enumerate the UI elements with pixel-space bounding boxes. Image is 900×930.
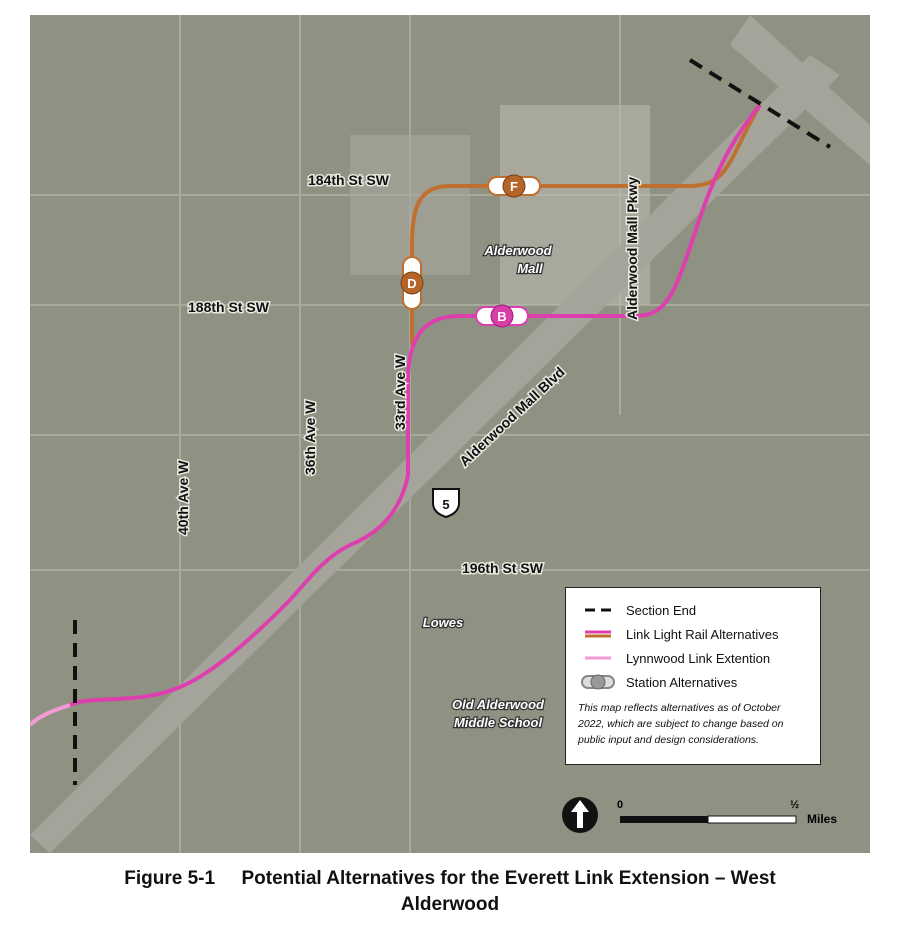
- street-label: 40th Ave W: [175, 460, 191, 535]
- legend-note: This map reflects alternatives as of Oct…: [578, 702, 784, 746]
- station-f[interactable]: F: [487, 174, 541, 198]
- lynnwood-link-line: [30, 703, 71, 727]
- aerial-map: F D B 184th St SW 188th St SW 196th St S…: [30, 15, 870, 853]
- legend-item: Lynnwood Link Extention: [585, 650, 771, 666]
- street-label: 188th St SW: [188, 299, 270, 315]
- place-label: Mall: [517, 261, 543, 276]
- scale-bar: 0 ½ Miles: [560, 790, 860, 840]
- place-label: Alderwood: [483, 243, 552, 258]
- station-d[interactable]: D: [400, 256, 424, 310]
- section-end-ne: [688, 58, 832, 149]
- pink-alignment: [69, 103, 762, 707]
- svg-text:Miles: Miles: [807, 812, 837, 826]
- street-label: 196th St SW: [462, 560, 544, 576]
- place-label: Middle School: [454, 715, 543, 730]
- svg-text:D: D: [407, 276, 416, 291]
- street-label: Alderwood Mall Pkwy: [624, 177, 640, 320]
- street-label: 36th Ave W: [302, 400, 318, 475]
- svg-text:F: F: [510, 179, 518, 194]
- svg-text:½: ½: [790, 799, 799, 811]
- legend-item: Section End: [585, 602, 697, 618]
- station-b[interactable]: B: [475, 304, 529, 328]
- orange-alignment: [410, 103, 762, 345]
- legend-item: Station Alternatives: [578, 670, 808, 694]
- svg-text:0: 0: [617, 799, 623, 811]
- svg-text:B: B: [497, 309, 506, 324]
- place-label: Old Alderwood: [452, 697, 545, 712]
- figure-caption: Figure 5-1 Potential Alternatives for th…: [124, 868, 776, 915]
- svg-text:5: 5: [442, 497, 449, 512]
- street-label: 33rd Ave W: [392, 354, 408, 430]
- place-label: Lowes: [423, 615, 463, 630]
- map-legend: Section End Link Light Rail Alternatives…: [565, 587, 821, 765]
- i5-shield-icon: 5: [432, 488, 460, 519]
- legend-item: Link Light Rail Alternatives: [585, 626, 779, 642]
- street-label: 184th St SW: [308, 172, 390, 188]
